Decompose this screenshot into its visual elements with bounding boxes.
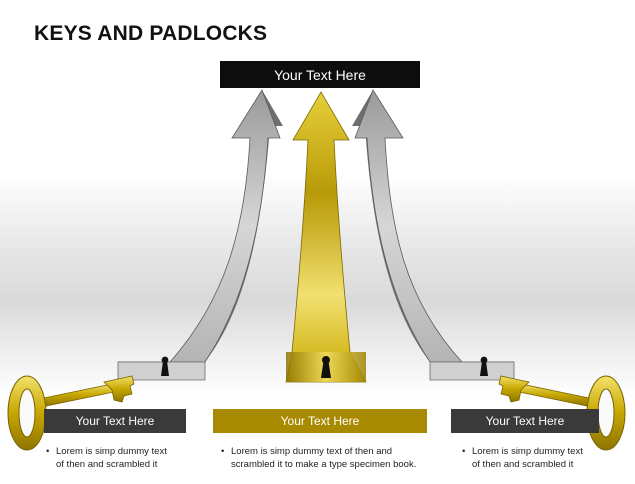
note-line: Lorem is simp dummy text (56, 446, 167, 457)
bullet: • (221, 446, 225, 457)
center-label-box: Your Text Here (213, 409, 427, 433)
note-line: Lorem is simp dummy text of then and (231, 446, 393, 457)
left-label-box: Your Text Here (44, 409, 186, 433)
note-line: scrambled it to make a type specimen boo… (231, 459, 417, 470)
note-line: Lorem is simp dummy text (472, 446, 583, 457)
bullet: • (46, 446, 50, 457)
slide-title: KEYS AND PADLOCKS (34, 22, 268, 45)
left-arrow (117, 89, 283, 381)
top-label: Your Text Here (220, 61, 420, 88)
center-note: • Lorem is simp dummy text of then and s… (221, 445, 431, 471)
right-note: • Lorem is simp dummy text of then and s… (462, 445, 602, 471)
note-line: of then and scrambled it (472, 459, 574, 470)
left-key-icon (7, 375, 135, 451)
left-note: • Lorem is simp dummy text of then and s… (46, 445, 196, 471)
right-arrow (352, 89, 515, 381)
right-label-box: Your Text Here (451, 409, 599, 433)
note-line: of then and scrambled it (56, 459, 158, 470)
center-arrow (285, 91, 367, 383)
bullet: • (462, 446, 466, 457)
